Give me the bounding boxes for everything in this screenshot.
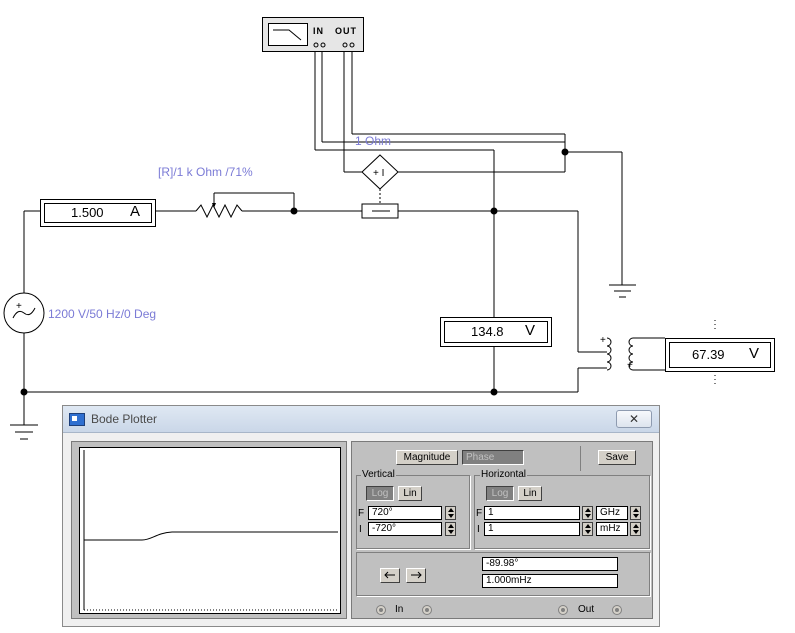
horizontal-i-unit-spinner[interactable]	[630, 522, 641, 536]
close-button[interactable]: ✕	[616, 410, 652, 428]
ammeter[interactable]: 1.500 A	[40, 199, 156, 227]
bode-screen-icon	[268, 23, 308, 46]
in-terminal-minus[interactable]	[422, 605, 432, 615]
vertical-i-spinner[interactable]	[445, 522, 456, 536]
voltmeter-transformer[interactable]: 67.39 V	[665, 338, 775, 372]
vertical-f-label: F	[358, 508, 365, 519]
cursor-left-button[interactable]	[380, 568, 400, 583]
window-titlebar[interactable]: Bode Plotter ✕	[63, 406, 659, 433]
bode-out-label: OUT	[335, 26, 357, 36]
horizontal-f-input[interactable]: 1	[484, 506, 580, 520]
out-terminal-label: Out	[578, 604, 595, 615]
control-panel: Magnitude Phase Save Vertical Log Lin F …	[351, 441, 653, 619]
voltmeter-main-unit: V	[525, 322, 536, 339]
vertical-label: Vertical	[361, 469, 396, 480]
cursor-right-button[interactable]	[406, 568, 426, 583]
svg-text:+: +	[627, 360, 633, 371]
horizontal-f-label: F	[476, 508, 483, 519]
vertical-i-input[interactable]: -720°	[368, 522, 442, 536]
bode-plotter-window: Bode Plotter ✕ Magnitude Phase Save Vert…	[62, 405, 660, 627]
ccvs-label: 1 Ohm	[355, 134, 392, 148]
app-icon	[69, 413, 85, 426]
bode-in-label: IN	[313, 26, 324, 36]
window-title: Bode Plotter	[91, 412, 158, 426]
vertical-group	[356, 475, 470, 549]
vertical-i-label: I	[359, 524, 362, 535]
voltmeter-main-value: 134.8	[471, 324, 504, 339]
horizontal-f-unit-spinner[interactable]	[630, 506, 641, 520]
separator	[580, 446, 581, 471]
horizontal-i-input[interactable]: 1	[484, 522, 580, 536]
readout-group	[356, 552, 650, 596]
ammeter-value: 1.500	[71, 205, 104, 220]
horizontal-f-unit[interactable]: GHz	[596, 506, 628, 520]
magnitude-button[interactable]: Magnitude	[396, 450, 458, 465]
horizontal-group	[474, 475, 650, 549]
horizontal-f-spinner[interactable]	[582, 506, 593, 520]
vertical-f-spinner[interactable]	[445, 506, 456, 520]
svg-text:+: +	[600, 335, 606, 346]
readout-frequency: 1.000mHz	[482, 574, 618, 588]
potentiometer-label: [R]/1 k Ohm /71%	[158, 165, 253, 179]
voltmeter-transformer-value: 67.39	[692, 347, 725, 362]
save-button[interactable]: Save	[598, 450, 636, 465]
ammeter-unit: A	[130, 203, 141, 220]
vertical-lin-button[interactable]: Lin	[398, 486, 422, 501]
horizontal-label: Horizontal	[480, 469, 528, 480]
out-terminal-plus[interactable]	[558, 605, 568, 615]
horizontal-i-unit[interactable]: mHz	[596, 522, 628, 536]
out-terminal-minus[interactable]	[612, 605, 622, 615]
horizontal-lin-button[interactable]: Lin	[518, 486, 542, 501]
horizontal-i-label: I	[477, 524, 480, 535]
bode-response-curve	[84, 531, 338, 541]
bode-plot-area	[79, 447, 341, 614]
in-terminal-label: In	[395, 604, 404, 615]
readout-value: -89.98°	[482, 557, 618, 571]
svg-text:+ I: + I	[373, 168, 384, 179]
plot-frame	[71, 441, 347, 619]
in-terminal-plus[interactable]	[376, 605, 386, 615]
source-label: 1200 V/50 Hz/0 Deg	[48, 307, 157, 321]
voltmeter-main[interactable]: 134.8 V	[440, 317, 552, 347]
bode-plotter-instrument[interactable]: IN OUT	[262, 17, 364, 52]
horizontal-log-button[interactable]: Log	[486, 486, 514, 501]
horizontal-i-spinner[interactable]	[582, 522, 593, 536]
phase-button[interactable]: Phase	[462, 450, 524, 465]
vertical-f-input[interactable]: 720°	[368, 506, 442, 520]
vertical-log-button[interactable]: Log	[366, 486, 394, 501]
svg-text:+: +	[16, 301, 22, 312]
voltmeter-transformer-unit: V	[749, 345, 760, 362]
